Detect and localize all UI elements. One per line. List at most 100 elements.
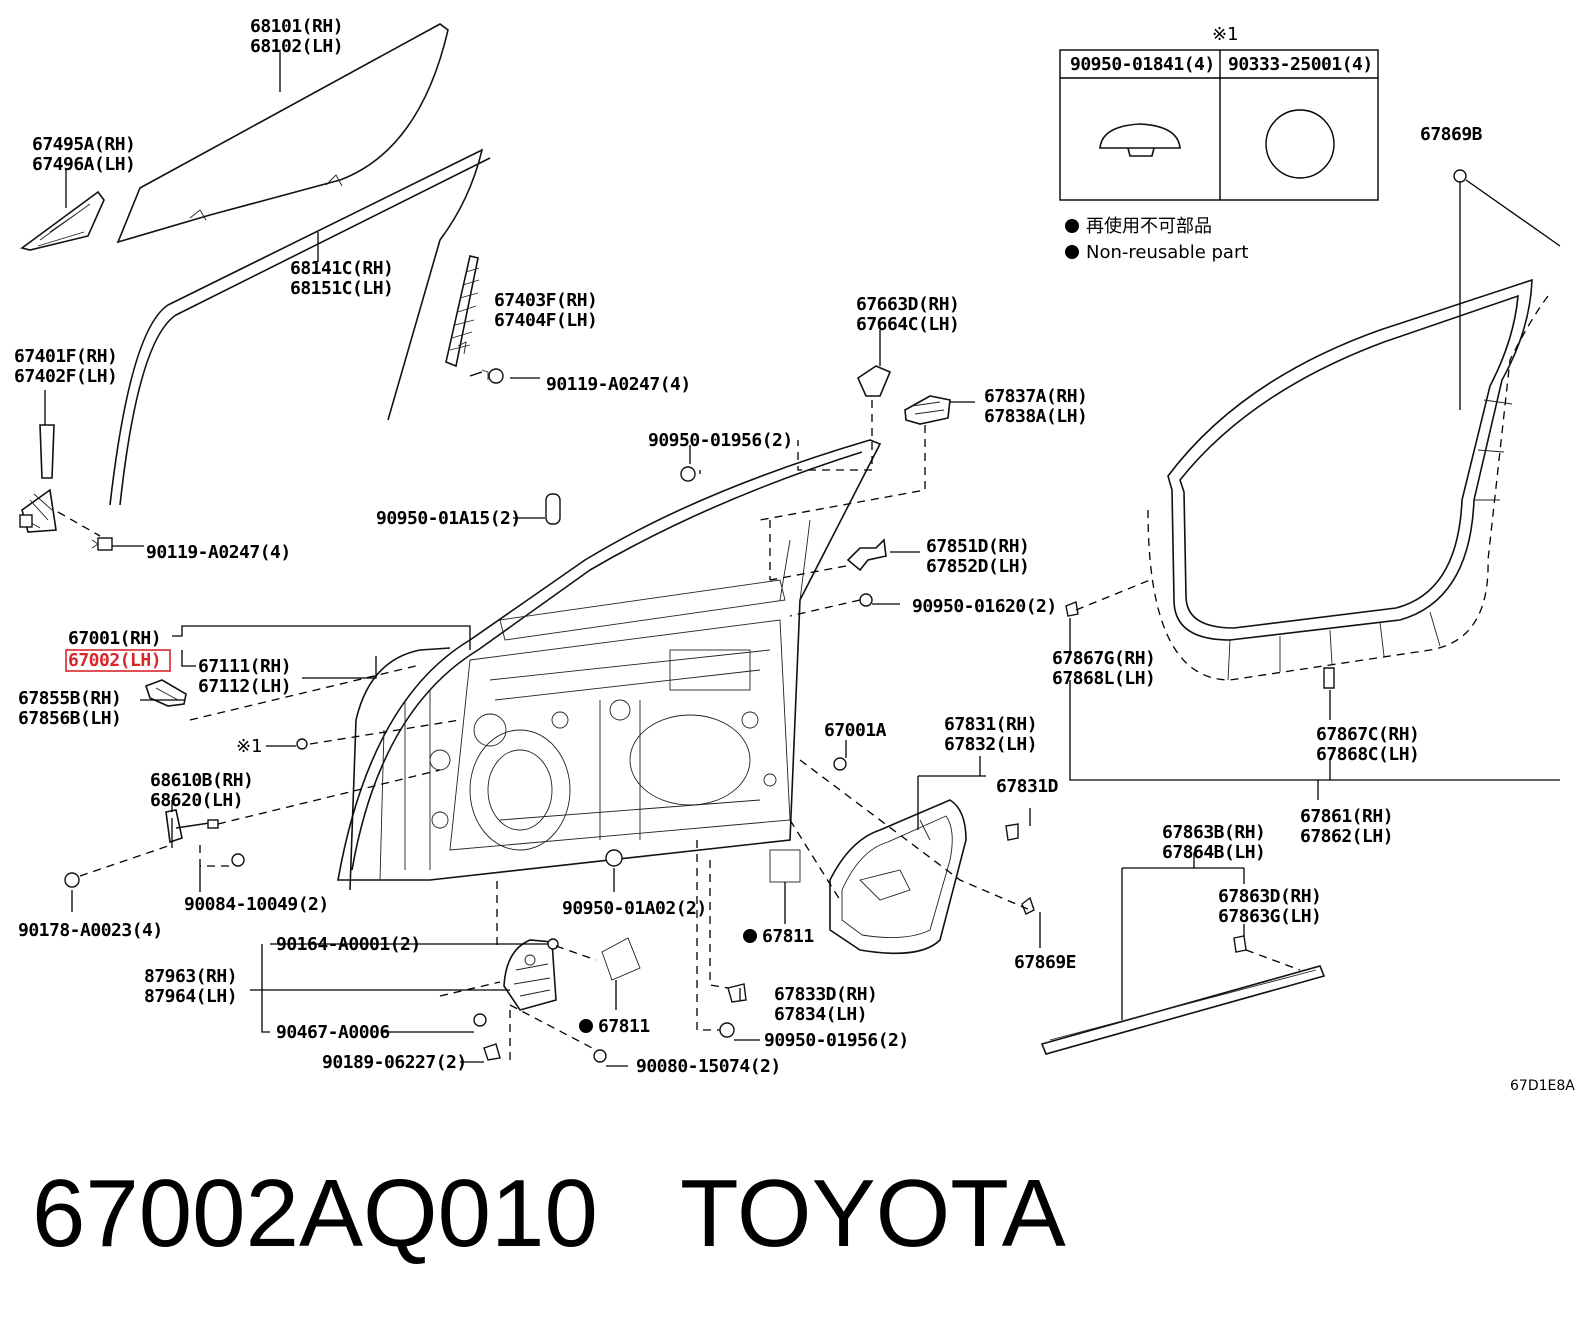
label: 67496A(LH) [32, 154, 135, 175]
label: 67869E [1014, 952, 1076, 973]
label: 67404F(LH) [494, 310, 597, 331]
grommet-shape [1099, 123, 1181, 157]
bolt-icon [593, 1049, 607, 1063]
label: 68102(LH) [250, 36, 343, 57]
label: 90164-A0001(2) [276, 934, 421, 955]
label: 67838A(LH) [984, 406, 1087, 427]
label: 67403F(RH) [494, 290, 597, 311]
label: 67831(RH) [944, 714, 1037, 735]
label: 90950-01A02(2) [562, 898, 707, 919]
label: 67664C(LH) [856, 314, 959, 335]
label: 90119-A0247(4) [146, 542, 291, 563]
door-weatherstrip [1147, 278, 1549, 681]
clip-icon [1453, 169, 1467, 183]
service-hole-cover [829, 799, 967, 955]
label: 67833D(RH) [774, 984, 877, 1005]
label: 67401F(RH) [14, 346, 117, 367]
outer-panel [349, 647, 451, 891]
label: 68101(RH) [250, 16, 343, 37]
label: 67856B(LH) [18, 708, 121, 729]
label: 67831D [996, 776, 1059, 797]
label: 67837A(RH) [984, 386, 1087, 407]
fastener-table [1059, 49, 1379, 201]
label: 67852D(LH) [926, 556, 1029, 577]
clip-icon [727, 983, 747, 1003]
plug-icon [605, 849, 623, 867]
grommet-icon [680, 466, 696, 482]
label: 90080-15074(2) [636, 1056, 781, 1077]
legend-en: Non-reusable part [1086, 242, 1248, 263]
label: ※1 [236, 736, 263, 757]
label: 67663D(RH) [856, 294, 959, 315]
clip-icon [1005, 823, 1019, 841]
plug-shape [1265, 109, 1335, 179]
caption-part-number: 67002AQ010 [32, 1160, 598, 1267]
label: 68141C(RH) [290, 258, 393, 279]
label: 67868C(LH) [1316, 744, 1419, 765]
legend-dot-icon [1065, 245, 1079, 259]
door-panel [337, 439, 882, 881]
bolt-icon [481, 368, 504, 384]
grommet-icon [719, 1022, 735, 1038]
label: 90950-01A15(2) [376, 508, 521, 529]
label: 67112(LH) [198, 676, 291, 697]
label: 67811 [762, 926, 814, 947]
label: 67851D(RH) [926, 536, 1029, 557]
label: 87964(LH) [144, 986, 237, 1007]
clip-icon [1021, 896, 1035, 915]
nut-icon [64, 872, 80, 888]
clip-icon [1233, 935, 1247, 953]
label: 90189-06227(2) [322, 1052, 467, 1073]
highlight-box [65, 649, 171, 672]
label: 67861(RH) [1300, 806, 1393, 827]
rear-channel [445, 255, 480, 368]
door-check [165, 809, 219, 844]
label: 67834(LH) [774, 1004, 867, 1025]
bolt-icon [91, 537, 113, 551]
bolt-icon [231, 853, 245, 867]
corner-piece [20, 190, 105, 251]
caption-brand: TOYOTA [680, 1160, 1066, 1267]
label: 67864B(LH) [1162, 842, 1265, 863]
label: 67863B(RH) [1162, 822, 1265, 843]
label: 68620(LH) [150, 790, 243, 811]
label: 90950-01956(2) [764, 1030, 909, 1051]
cover-piece [856, 365, 892, 397]
handle-frame [904, 395, 951, 425]
window-regulator [19, 424, 57, 533]
screw-icon [473, 1013, 487, 1027]
clip-icon [833, 757, 847, 771]
non-reusable-dot-icon [579, 1019, 593, 1033]
label: 67862(LH) [1300, 826, 1393, 847]
table-ref-mark: ※1 [1212, 24, 1239, 45]
table-col-2: 90333-25001(4) [1228, 54, 1373, 75]
clip-icon [483, 1043, 501, 1061]
clip-icon [859, 593, 873, 607]
label: 67001(RH) [68, 628, 161, 649]
label: 90467-A0006 [276, 1022, 390, 1043]
label-highlighted: 67002(LH) [68, 650, 161, 671]
clip-icon [1323, 667, 1335, 689]
clip-icon [1065, 601, 1079, 617]
legend-dot-icon [1065, 219, 1079, 233]
label: 90084-10049(2) [184, 894, 329, 915]
hinge-bracket [144, 679, 187, 707]
belt-moulding [1040, 965, 1326, 1055]
label: 68610B(RH) [150, 770, 253, 791]
label: 68151C(LH) [290, 278, 393, 299]
label: 67001A [824, 720, 887, 741]
label: 67495A(RH) [32, 134, 135, 155]
glass-run-channel [109, 148, 491, 506]
label: 90950-01620(2) [912, 596, 1057, 617]
bracket [846, 538, 887, 572]
diagram-code: 67D1E8A [1510, 1078, 1575, 1094]
label: 67402F(LH) [14, 366, 117, 387]
label: 90950-01956(2) [648, 430, 793, 451]
plug-icon [545, 493, 561, 525]
label: 67868L(LH) [1052, 668, 1155, 689]
label: 67863D(RH) [1218, 886, 1321, 907]
label: 67832(LH) [944, 734, 1037, 755]
label: 67111(RH) [198, 656, 291, 677]
label: 67855B(RH) [18, 688, 121, 709]
label: 90119-A0247(4) [546, 374, 691, 395]
